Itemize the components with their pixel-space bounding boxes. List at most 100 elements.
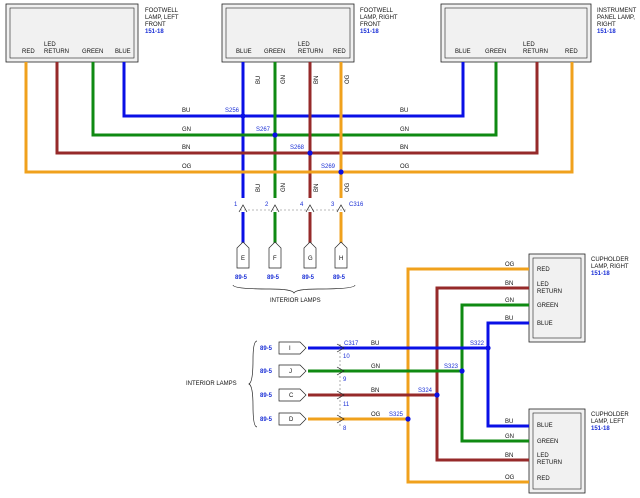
code-og-right: OG (400, 164, 410, 170)
lamp-connector-f[interactable] (268, 241, 282, 269)
wire-blue-bus (122, 62, 465, 118)
cupholder-right-inner (532, 257, 582, 339)
lamp-letter-c: C (289, 393, 294, 399)
lamp-ref-i[interactable]: 89-5 (260, 346, 273, 352)
c317-label[interactable]: C317 (344, 341, 359, 347)
code-bn-vert-upper: BN (314, 76, 320, 84)
c316-pin-3: 3 (331, 202, 335, 208)
splice-s325-label: S325 (389, 412, 404, 418)
fl-pin-green: GREEN (82, 49, 103, 55)
ip-pin-led: LED (523, 42, 535, 48)
code-bn-right: BN (400, 145, 408, 151)
splice-s323-dot[interactable] (459, 368, 465, 374)
c317-pin-8: 8 (343, 426, 347, 432)
splice-s269-dot[interactable] (338, 169, 344, 175)
ip-pin-green: GREEN (485, 49, 506, 55)
cupholder-right-box (528, 253, 586, 343)
c316-chevron-3 (336, 204, 346, 213)
cl-pin-green: GREEN (537, 439, 558, 445)
lamp-letter-g: G (308, 256, 313, 262)
fl-pin-red: RED (22, 49, 35, 55)
interior-lamps-bottom-brace (248, 340, 258, 428)
code-bn-cl: BN (505, 453, 513, 459)
code-og-d: OG (371, 412, 381, 418)
lamp-letter-d: D (289, 417, 294, 423)
lamp-connector-i[interactable] (278, 341, 307, 355)
fl-ref[interactable]: 151-18 (145, 29, 164, 35)
lamp-ref-c[interactable]: 89-5 (260, 393, 273, 399)
splice-s323-label: S323 (444, 364, 459, 370)
lamp-connector-g[interactable] (303, 241, 317, 269)
cr-ref[interactable]: 151-18 (591, 271, 610, 277)
splice-s322-dot[interactable] (485, 345, 491, 351)
c317-pin-9: 9 (343, 377, 347, 383)
wire-green-bus (91, 62, 498, 137)
code-gn-j: GN (371, 364, 380, 370)
lamp-ref-h[interactable]: 89-5 (333, 275, 346, 281)
fr-ref[interactable]: 151-18 (360, 29, 379, 35)
cl-title-2: LAMP, LEFT (591, 419, 625, 425)
lamp-ref-j[interactable]: 89-5 (260, 369, 273, 375)
splice-s322-label: S322 (470, 341, 485, 347)
lamp-ref-f[interactable]: 89-5 (267, 275, 280, 281)
splice-s324-dot[interactable] (434, 392, 440, 398)
top-wire-harness: S256 S267 S268 S269 BU BU GN GN BN BN OG… (24, 62, 574, 198)
code-bu-cl: BU (505, 419, 513, 425)
code-og-vert-upper: OG (345, 74, 351, 84)
code-gn-cl: GN (505, 434, 514, 440)
fr-pin-return: RETURN (298, 49, 323, 55)
c317-chevron-8 (336, 414, 345, 424)
c316-pin-4: 4 (300, 202, 304, 208)
connector-c317: C317 10 9 11 8 (336, 341, 359, 432)
cl-pin-blue: BLUE (537, 423, 553, 429)
c316-chevron-4 (305, 204, 315, 213)
code-bu-cr: BU (505, 316, 513, 322)
interior-lamps-bottom: I J C D 89-5 89-5 89-5 89-5 INTERIOR LAM… (186, 340, 307, 428)
code-gn-left: GN (182, 127, 191, 133)
cr-pin-blue: BLUE (537, 321, 553, 327)
lamp-connector-h[interactable] (334, 241, 348, 269)
c317-chevron-9 (336, 366, 345, 376)
footwell-lamp-left-inner (9, 7, 135, 59)
splice-s268-dot[interactable] (307, 150, 313, 156)
splice-s256-label: S256 (225, 108, 240, 114)
code-og-cr: OG (505, 262, 515, 268)
ip-title-1: INSTRUMENT (597, 8, 637, 14)
code-gn-vert-lower: GN (281, 183, 287, 192)
c317-chevron-11 (336, 390, 345, 400)
splice-s325-dot[interactable] (405, 416, 411, 422)
fl-pin-blue: BLUE (115, 49, 131, 55)
lamp-connector-c[interactable] (278, 388, 307, 402)
lamp-connector-j[interactable] (278, 364, 307, 378)
fr-title-3: FRONT (360, 22, 381, 28)
code-bu-i: BU (371, 341, 379, 347)
ip-ref[interactable]: 151-18 (597, 29, 616, 35)
lamp-connector-d[interactable] (278, 412, 307, 426)
code-og-left: OG (182, 164, 192, 170)
connector-c316: 1 2 4 3 C316 (234, 202, 364, 213)
fr-title-2: LAMP, RIGHT (360, 15, 398, 21)
cupholder-left-box (528, 408, 586, 494)
lamp-ref-e[interactable]: 89-5 (235, 275, 248, 281)
instrument-panel-lamp-box (440, 3, 592, 63)
splice-s324-label: S324 (418, 388, 433, 394)
cl-pin-led: LED (537, 453, 549, 459)
lamp-ref-g[interactable]: 89-5 (302, 275, 315, 281)
cr-pin-red: RED (537, 267, 550, 273)
splice-s267-dot[interactable] (272, 132, 278, 138)
instrument-panel-lamp-inner (444, 7, 588, 59)
code-gn-cr: GN (505, 298, 514, 304)
cupholder-lamp-left: BLUE GREEN LED RETURN RED CUPHOLDER LAMP… (528, 408, 629, 494)
code-bn-c: BN (371, 388, 379, 394)
wire-green-cup (460, 303, 529, 443)
code-bn-vert-lower: BN (314, 184, 320, 192)
lamp-ref-d[interactable]: 89-5 (260, 417, 273, 423)
splice-s256-dot[interactable] (240, 113, 246, 119)
cl-ref[interactable]: 151-18 (591, 426, 610, 432)
wire-brown-bus (55, 62, 539, 155)
lamp-connector-e[interactable] (236, 241, 250, 269)
c316-label[interactable]: C316 (349, 202, 364, 208)
splice-s267-label: S267 (256, 127, 271, 133)
top-lamp-leads (241, 212, 343, 246)
footwell-lamp-right-box (221, 3, 355, 63)
